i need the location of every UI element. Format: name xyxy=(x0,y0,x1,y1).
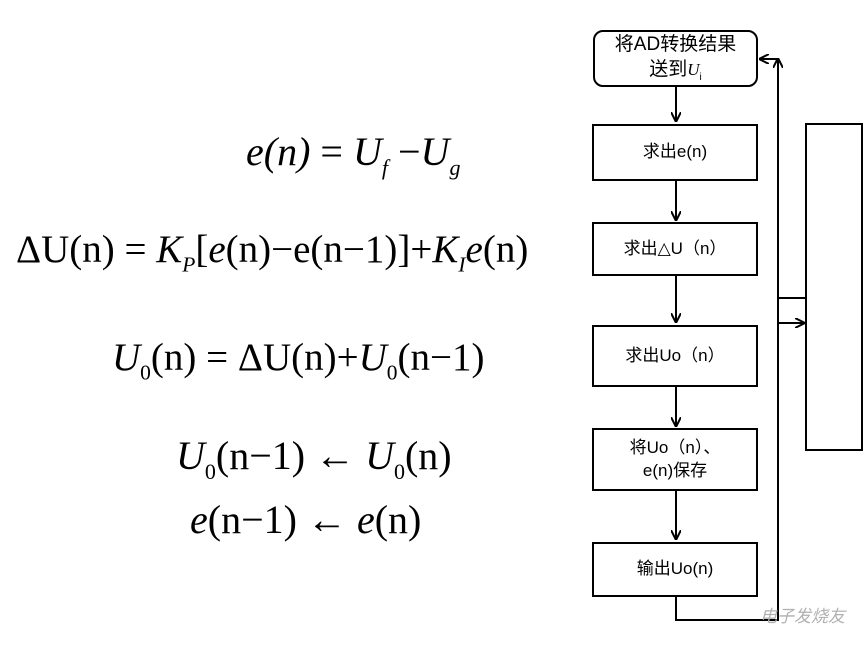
eq4-sub-0b: 0 xyxy=(393,458,405,484)
eq2-e1: e xyxy=(208,228,226,271)
step-send-ad-result: 将AD转换结果 送到Ui xyxy=(593,30,758,87)
output-line xyxy=(675,597,778,621)
eq2-e2: e xyxy=(465,228,483,271)
eq2-delta-u: ΔU(n) xyxy=(16,228,115,271)
step1-line2: 送到 xyxy=(649,58,688,80)
side-block xyxy=(805,123,863,451)
eq1-u2: U xyxy=(420,129,450,174)
eq3-u: U xyxy=(112,336,141,379)
eq3-n: (n) xyxy=(150,336,197,379)
eq4-sub-0: 0 xyxy=(204,458,216,484)
step5-line2: e(n)保存 xyxy=(642,460,708,480)
eq5-e: e xyxy=(190,497,208,542)
eq5-arrow: ← xyxy=(306,497,347,542)
eq4-u: U xyxy=(176,433,205,478)
eq2-equals: = xyxy=(124,228,147,271)
eq4-n2: (n) xyxy=(404,433,452,478)
eq5-e2: e xyxy=(356,497,375,542)
watermark-text: 电子发烧友 xyxy=(760,607,845,627)
eq1-equals: = xyxy=(320,129,343,174)
eq3-n2: (n)+ xyxy=(291,336,359,379)
eq1-sub-g: g xyxy=(449,154,461,180)
eq3-sub-0b: 0 xyxy=(386,360,398,385)
eq5-n2: (n) xyxy=(374,497,422,542)
equation-update-e: e(n−1) ← e(n) xyxy=(190,500,421,540)
step5-line1: 将Uo（n）、 xyxy=(629,438,721,458)
eq1-minus: − xyxy=(397,129,421,174)
step1-var: U xyxy=(687,59,700,79)
eq3-u2: U xyxy=(358,336,387,379)
eq3-sub-0: 0 xyxy=(140,360,151,385)
step-compute-u0: 求出Uo（n） xyxy=(592,325,758,387)
eq4-arrow: ← xyxy=(315,433,356,478)
eq2-mid: (n)−e(n−1) xyxy=(225,228,398,271)
equation-u0: U0(n) = ΔU(n)+U0(n−1) xyxy=(112,336,485,383)
eq1-lhs: e(n) xyxy=(246,129,311,174)
eq2-sub-p: P xyxy=(182,252,196,277)
step2-label: 求出e(n) xyxy=(642,142,708,162)
eq5-n1: (n−1) xyxy=(207,497,297,542)
eq2-bracket-open: [ xyxy=(195,228,209,271)
eq3-n3: (n−1) xyxy=(397,336,485,379)
eq4-n1: (n−1) xyxy=(215,433,306,478)
step3-label: 求出△U（n） xyxy=(623,238,727,258)
step-compute-error: 求出e(n) xyxy=(592,124,758,181)
equation-update-u0: U0(n−1) ← U0(n) xyxy=(176,433,452,483)
eq2-tail: (n) xyxy=(482,228,529,271)
step6-label: 输出Uo(n) xyxy=(636,559,714,579)
eq1-sub-f: f xyxy=(381,154,388,180)
step1-line1: 将AD转换结果 xyxy=(614,34,737,56)
eq3-equals: = xyxy=(206,336,229,379)
eq1-u: U xyxy=(352,129,382,174)
equation-error: e(n) = Uf −Ug xyxy=(246,129,460,179)
eq2-sub-i: I xyxy=(458,252,466,277)
eq3-delta-u: ΔU xyxy=(237,336,292,379)
loop-line-to-start xyxy=(758,59,778,621)
eq4-u2: U xyxy=(365,433,394,478)
step-save-values: 将Uo（n）、 e(n)保存 xyxy=(592,428,758,491)
step-output-u0: 输出Uo(n) xyxy=(592,542,758,597)
eq2-ki: K xyxy=(432,228,459,271)
eq2-bracket-close: ]+ xyxy=(397,228,433,271)
step1-var-sub: i xyxy=(699,71,702,83)
equation-delta-u: ΔU(n) = KP[e(n)−e(n−1)]+KIe(n) xyxy=(16,228,529,275)
step4-label: 求出Uo（n） xyxy=(625,345,725,365)
step-compute-delta-u: 求出△U（n） xyxy=(592,222,758,276)
eq2-kp: K xyxy=(156,228,183,271)
